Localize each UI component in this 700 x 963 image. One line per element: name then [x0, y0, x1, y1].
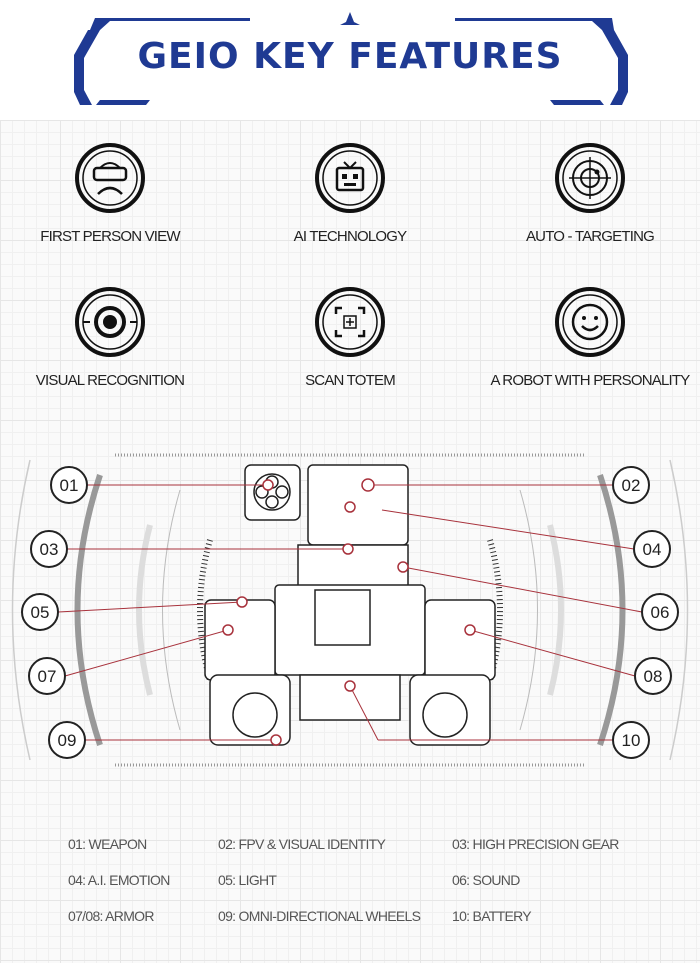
page-title: GEIO KEY FEATURES [137, 36, 563, 77]
legend-item: 09: OMNI-DIRECTIONAL WHEELS [218, 908, 421, 924]
callout-circle [30, 530, 68, 568]
callout-badge-02: 02 [612, 466, 650, 504]
callout-badge-05: 05 [21, 593, 59, 631]
callout-number: 05 [31, 603, 50, 622]
callout-number: 03 [40, 540, 59, 559]
legend-item: 02: FPV & VISUAL IDENTITY [218, 836, 386, 852]
feature-visual-recognition: VISUAL RECOGNITION [0, 286, 220, 389]
callout-circle [612, 721, 650, 759]
feature-label: A ROBOT WITH PERSONALITY [490, 372, 691, 389]
smiley-face-icon [555, 287, 625, 357]
callout-number: 10 [622, 731, 641, 750]
callout-badge-01: 01 [50, 466, 88, 504]
callout-circle [633, 530, 671, 568]
callout-number: 08 [644, 667, 663, 686]
header-banner: GEIO KEY FEATURES [0, 0, 700, 120]
feature-auto-targeting: AUTO - TARGETING [480, 142, 700, 245]
feature-personality: A ROBOT WITH PERSONALITY [480, 286, 700, 389]
callout-number: 02 [622, 476, 641, 495]
legend-item: 10: BATTERY [452, 908, 532, 924]
callout-circle [612, 466, 650, 504]
callout-number: 01 [60, 476, 79, 495]
feature-ai-technology: AI TECHNOLOGY [240, 142, 460, 245]
callout-circle [641, 593, 679, 631]
callout-badge-08: 08 [634, 657, 672, 695]
callout-circle [48, 721, 86, 759]
feature-scan-totem: SCAN TOTEM [240, 286, 460, 389]
geio-robot-illustration [204, 464, 496, 746]
legend-item: 05: LIGHT [218, 872, 277, 888]
callout-badge-04: 04 [633, 530, 671, 568]
callout-number: 06 [651, 603, 670, 622]
callout-circle [28, 657, 66, 695]
hud-frame [11, 453, 689, 767]
callout-badge-10: 10 [612, 721, 650, 759]
callout-badge-06: 06 [641, 593, 679, 631]
callout-circle [634, 657, 672, 695]
callout-number: 09 [58, 731, 77, 750]
feature-first-person-view: FIRST PERSON VIEW [0, 142, 220, 245]
feature-label: SCAN TOTEM [305, 372, 396, 389]
callout-badges: 01 02 03 04 05 06 07 08 09 10 [21, 466, 679, 759]
callout-number: 07 [38, 667, 57, 686]
robot-tv-icon [315, 143, 385, 213]
eye-target-icon [75, 287, 145, 357]
legend-item: 06: SOUND [452, 872, 520, 888]
callout-badge-07: 07 [28, 657, 66, 695]
callout-badge-09: 09 [48, 721, 86, 759]
callout-number: 04 [643, 540, 662, 559]
robot-diagram: 01 02 03 04 05 06 07 08 09 10 [11, 453, 689, 767]
legend-item: 04: A.I. EMOTION [68, 872, 170, 888]
legend-item: 03: HIGH PRECISION GEAR [452, 836, 619, 852]
feature-label: AI TECHNOLOGY [293, 228, 407, 245]
callout-lines [57, 484, 643, 741]
legend-item: 01: WEAPON [68, 836, 147, 852]
legend-item: 07/08: ARMOR [68, 908, 154, 924]
callout-badge-03: 03 [30, 530, 68, 568]
radar-target-icon [555, 143, 625, 213]
feature-label: AUTO - TARGETING [525, 228, 655, 245]
callout-circle [50, 466, 88, 504]
scan-frame-icon [315, 287, 385, 357]
feature-label: VISUAL RECOGNITION [35, 372, 185, 389]
callout-markers [222, 478, 476, 746]
feature-label: FIRST PERSON VIEW [40, 228, 180, 245]
header-frame [74, 12, 628, 105]
callout-circle [21, 593, 59, 631]
vr-headset-icon [75, 143, 145, 213]
